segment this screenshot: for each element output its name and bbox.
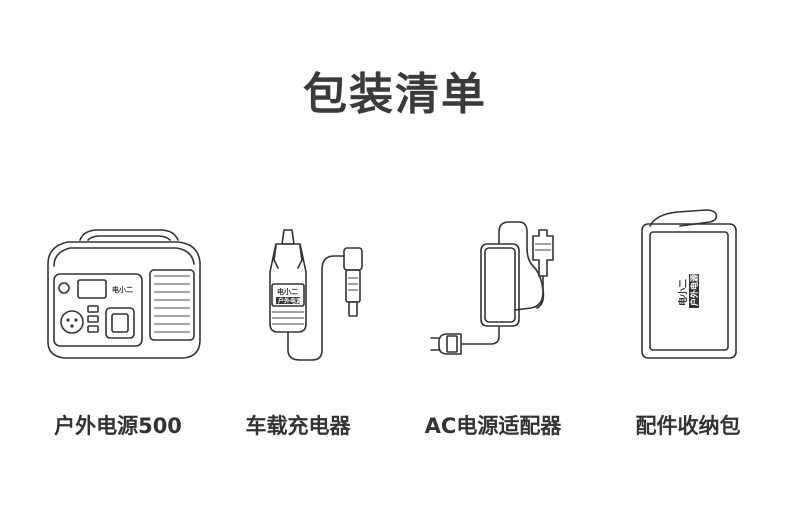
brand-logo-mini: 电小二 — [112, 285, 133, 294]
item-label-power-station: 户外电源500 — [54, 414, 182, 438]
item-label-car-charger: 车载充电器 — [245, 414, 351, 438]
car-charger-icon: 电小二 户外电源 — [269, 229, 363, 361]
storage-bag-icon: 电小二 户外电源 — [641, 209, 737, 359]
car-charger-logo-secondary: 户外电源 — [278, 297, 302, 305]
item-label-ac-adapter: AC电源适配器 — [424, 414, 562, 438]
car-charger-logo-primary: 电小二 — [277, 287, 298, 296]
bag-logo-primary: 电小二 — [677, 279, 689, 306]
page-title: 包装清单 — [303, 69, 487, 120]
ac-adapter-icon — [430, 221, 554, 355]
bag-logo-secondary: 户外电源 — [689, 274, 699, 306]
item-label-storage-bag: 配件收纳包 — [635, 414, 741, 438]
power-station-icon: 电小二 — [47, 229, 201, 359]
